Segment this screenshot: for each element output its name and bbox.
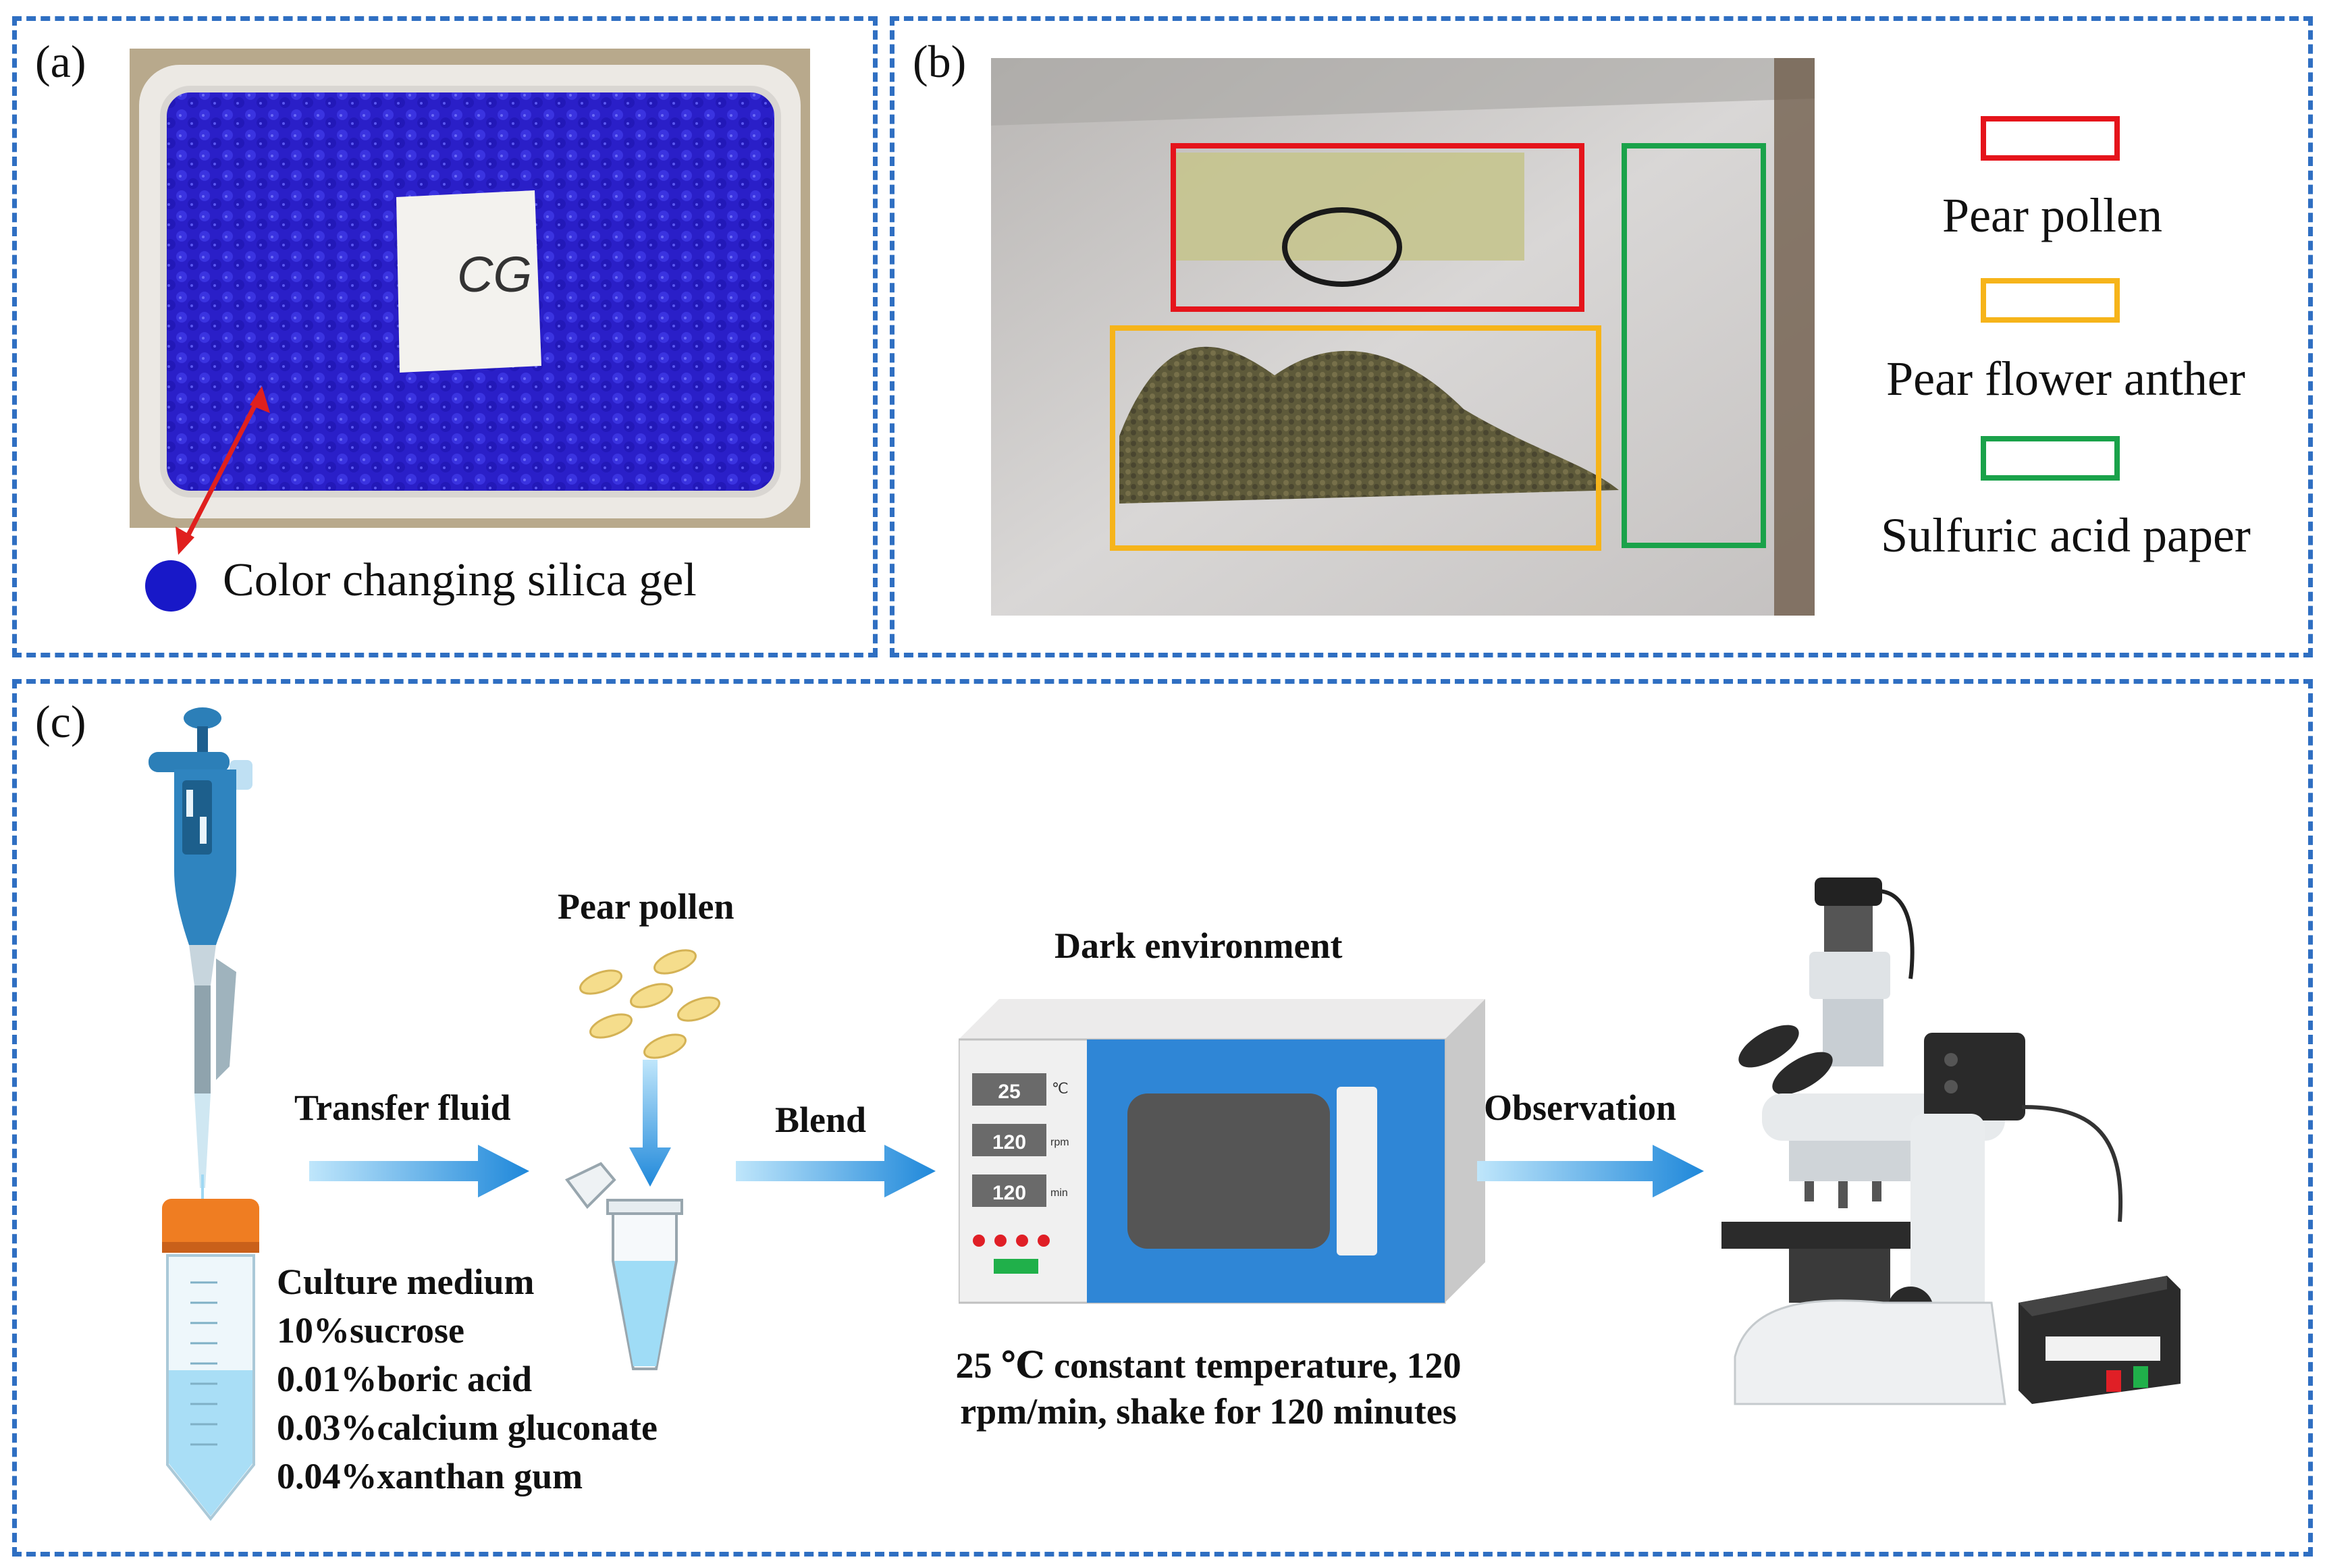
incubator-time-unit: min: [1050, 1187, 1068, 1199]
pollen-grains-icon: [579, 949, 720, 1059]
transfer-arrow: [309, 1145, 529, 1197]
medium-title: Culture medium: [277, 1262, 535, 1302]
panel-c: [12, 679, 2313, 1557]
medium-calcium-gluconate: 0.03%calcium gluconate: [277, 1407, 658, 1448]
incubator-speed-unit: rpm: [1050, 1137, 1069, 1148]
photo-tag-cg: CG: [457, 246, 532, 302]
culture-tube-icon: [162, 1199, 259, 1521]
panel-b: [890, 16, 2313, 657]
legend-sulfuric-paper: Sulfuric acid paper: [1881, 508, 2251, 562]
medium-sucrose: 10%sucrose: [277, 1310, 464, 1351]
dark-environment-label: Dark environment: [1054, 925, 1343, 966]
pear-pollen-label: Pear pollen: [558, 886, 734, 927]
incubator-temp-unit: ℃: [1052, 1080, 1069, 1097]
incubator-speed-display: 120: [992, 1131, 1027, 1154]
microscope-icon: [1721, 877, 2181, 1405]
silica-gel-photo: CG: [130, 49, 810, 528]
step-observation-label: Observation: [1484, 1087, 1677, 1128]
panel-a-label: (a): [35, 36, 86, 87]
legend-swatch-pollen: [1981, 116, 2120, 161]
blend-arrow: [736, 1145, 936, 1197]
pipette-icon: [149, 707, 252, 1215]
observation-arrow: [1477, 1145, 1704, 1197]
silica-gel-marker: [145, 560, 196, 612]
panel-b-label: (b): [913, 36, 967, 87]
panel-a: [12, 16, 878, 657]
medium-xanthan-gum: 0.04%xanthan gum: [277, 1456, 583, 1496]
step-transfer-label: Transfer fluid: [294, 1087, 511, 1128]
step-blend-label: Blend: [775, 1100, 867, 1140]
legend-pear-anther: Pear flower anther: [1886, 352, 2245, 406]
silica-indicator-arrow: [176, 386, 270, 555]
panel-c-label: (c): [35, 696, 86, 747]
pollen-sample-photo: [991, 58, 1815, 616]
eppendorf-tube-icon: [564, 1162, 683, 1370]
conditions-line-2: rpm/min, shake for 120 minutes: [960, 1391, 1457, 1432]
legend-swatch-paper: [1981, 436, 2120, 481]
incubator-time-display: 120: [992, 1182, 1027, 1204]
incubator-temp-display: 25: [998, 1081, 1021, 1103]
incubator-icon: [959, 999, 1485, 1304]
conditions-line-1: 25 ℃ constant temperature, 120: [955, 1345, 1462, 1386]
medium-boric-acid: 0.01%boric acid: [277, 1359, 532, 1399]
legend-swatch-anther: [1981, 278, 2120, 323]
pollen-down-arrow: [629, 1060, 671, 1187]
legend-pear-pollen: Pear pollen: [1942, 188, 2162, 242]
silica-gel-legend: Color changing silica gel: [223, 554, 697, 606]
